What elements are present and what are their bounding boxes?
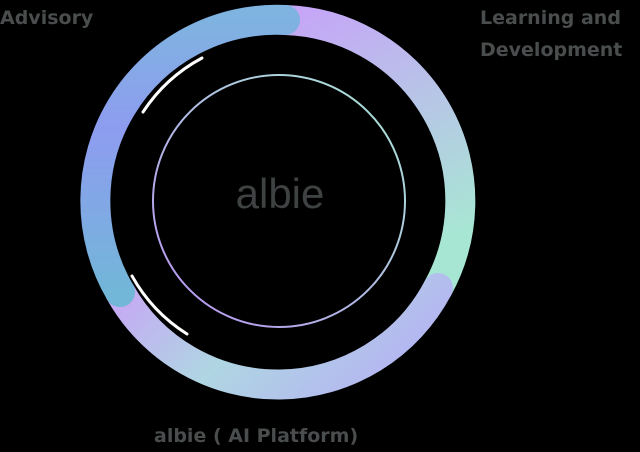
- accent-arc-top-left: [141, 56, 204, 114]
- label-learning-development: Learning and Development: [480, 2, 622, 66]
- inner-ring: [152, 74, 406, 328]
- label-advisory: Advisory: [0, 7, 94, 29]
- segment-learning-development[interactable]: [270, 5, 476, 303]
- label-ld-line2: Development: [480, 39, 623, 61]
- center-logo-text: albie: [235, 170, 325, 217]
- label-ld-line1: Learning and: [480, 7, 621, 29]
- label-ai-platform: albie ( AI Platform): [154, 425, 359, 447]
- segment-ai-platform[interactable]: [105, 273, 453, 400]
- segment-advisory[interactable]: [80, 4, 300, 307]
- accent-arc-bottom-left: [130, 274, 189, 336]
